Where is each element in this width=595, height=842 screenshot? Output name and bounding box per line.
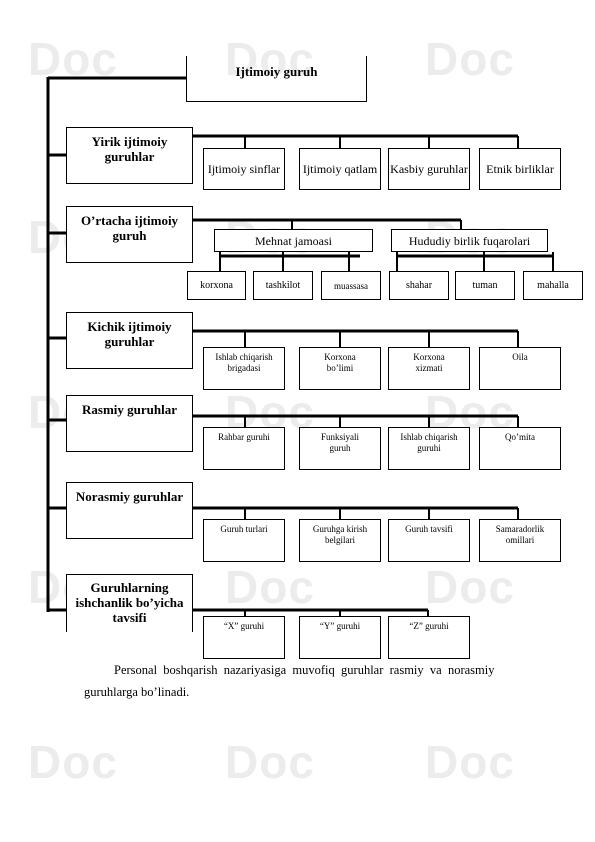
category-rasmiy: Rasmiy guruhlar <box>66 395 193 452</box>
norasmiy-item: Guruh turlari <box>203 519 285 562</box>
yirik-item: Ijtimoiy sinflar <box>203 148 285 190</box>
watermark: Doc <box>425 33 515 85</box>
item-label: Oila <box>512 352 528 362</box>
watermark: Doc <box>28 33 118 85</box>
item-label: Korxona bo’limi <box>324 352 356 373</box>
item-label: Samaradorlik omillari <box>495 524 545 545</box>
watermark: Doc <box>28 736 118 788</box>
item-label: “X” guruhi <box>223 621 265 631</box>
item-label: tashkilot <box>265 279 301 291</box>
item-label: Korxona xizmati <box>413 352 445 373</box>
item-label: Ijtimoiy qatlam <box>302 162 378 176</box>
item-label: Guruh tavsifi <box>405 524 453 534</box>
watermark: Doc <box>425 561 515 613</box>
paragraph-line-1: Personal boshqarish nazariyasiga muvofiq… <box>114 659 564 681</box>
watermark: Doc <box>425 736 515 788</box>
item-label: Kasbiy guruhlar <box>390 162 468 176</box>
item-label: “Y” guruhi <box>319 621 361 631</box>
item-label: Rahbar guruhi <box>218 432 270 442</box>
ortacha-group: Hududiy birlik fuqarolari <box>391 229 548 252</box>
kichik-item: Korxona bo’limi <box>299 347 381 390</box>
rasmiy-item: Funksiyali guruh <box>299 427 381 470</box>
ortacha-item: tuman <box>455 271 515 300</box>
category-label: Kichik ijtimoiy guruhlar <box>87 319 172 349</box>
kichik-item: Ishlab chiqarish brigadasi <box>203 347 285 390</box>
norasmiy-item: Guruh tavsifi <box>388 519 470 562</box>
item-label: tuman <box>472 279 498 291</box>
ortacha-item: tashkilot <box>253 271 313 300</box>
rasmiy-item: Ishlab chiqarish guruhi <box>388 427 470 470</box>
ortacha-item: mahalla <box>523 271 583 300</box>
yirik-item: Kasbiy guruhlar <box>388 148 470 190</box>
kichik-item: Korxona xizmati <box>388 347 470 390</box>
item-label: Ishlab chiqarish brigadasi <box>215 352 273 373</box>
item-label: “Z” guruhi <box>409 621 449 631</box>
item-label: Funksiyali guruh <box>320 432 359 453</box>
item-label: korxona <box>200 279 233 291</box>
root-label: Ijtimoiy guruh <box>235 64 318 79</box>
ishchanlik-item: “X” guruhi <box>203 616 285 659</box>
watermark: Doc <box>225 33 315 85</box>
paragraph-text: Personal boshqarish nazariyasiga muvofiq… <box>114 663 495 677</box>
ishchanlik-item: “Z” guruhi <box>388 616 470 659</box>
category-label: Norasmiy guruhlar <box>75 489 184 504</box>
norasmiy-item: Samaradorlik omillari <box>479 519 561 562</box>
ortacha-item: muassasa <box>321 271 381 300</box>
rasmiy-item: Rahbar guruhi <box>203 427 285 470</box>
category-ishchanlik: Guruhlarning ishchanlik bo’yicha tavsifi <box>66 574 193 632</box>
category-ortacha: O’rtacha ijtimoiy guruh <box>66 206 193 263</box>
item-label: Ishlab chiqarish guruhi <box>400 432 458 453</box>
item-label: Qo’mita <box>505 432 535 442</box>
item-label: muassasa <box>334 280 368 291</box>
group-label: Mehnat jamoasi <box>255 233 332 248</box>
category-label: O’rtacha ijtimoiy guruh <box>80 213 179 243</box>
ortacha-item: korxona <box>187 271 246 300</box>
item-label: Guruh turlari <box>220 524 268 534</box>
category-yirik: Yirik ijtimoiy guruhlar <box>66 127 193 184</box>
paragraph-line-2: guruhlarga bo’linadi. <box>84 681 564 703</box>
group-label: Hududiy birlik fuqarolari <box>408 233 531 248</box>
paragraph-text: guruhlarga bo’linadi. <box>84 685 190 699</box>
ortacha-group: Mehnat jamoasi <box>214 229 373 252</box>
category-label: Guruhlarning ishchanlik bo’yicha tavsifi <box>75 580 184 625</box>
ortacha-item: shahar <box>389 271 449 300</box>
item-label: Etnik birliklar <box>486 162 554 176</box>
item-label: Guruhga kirish belgilari <box>312 524 368 545</box>
watermark: Doc <box>225 561 315 613</box>
ishchanlik-item: “Y” guruhi <box>299 616 381 659</box>
category-label: Yirik ijtimoiy guruhlar <box>91 134 168 164</box>
yirik-item: Ijtimoiy qatlam <box>299 148 381 190</box>
category-label: Rasmiy guruhlar <box>82 402 177 417</box>
norasmiy-item: Guruhga kirish belgilari <box>299 519 381 562</box>
item-label: mahalla <box>537 279 569 291</box>
item-label: shahar <box>405 279 433 291</box>
category-norasmiy: Norasmiy guruhlar <box>66 482 193 539</box>
item-label: Ijtimoiy sinflar <box>207 162 281 176</box>
yirik-item: Etnik birliklar <box>479 148 561 190</box>
root-box: Ijtimoiy guruh <box>186 56 367 102</box>
rasmiy-item: Qo’mita <box>479 427 561 470</box>
watermark: Doc <box>225 736 315 788</box>
category-kichik: Kichik ijtimoiy guruhlar <box>66 312 193 369</box>
kichik-item: Oila <box>479 347 561 390</box>
